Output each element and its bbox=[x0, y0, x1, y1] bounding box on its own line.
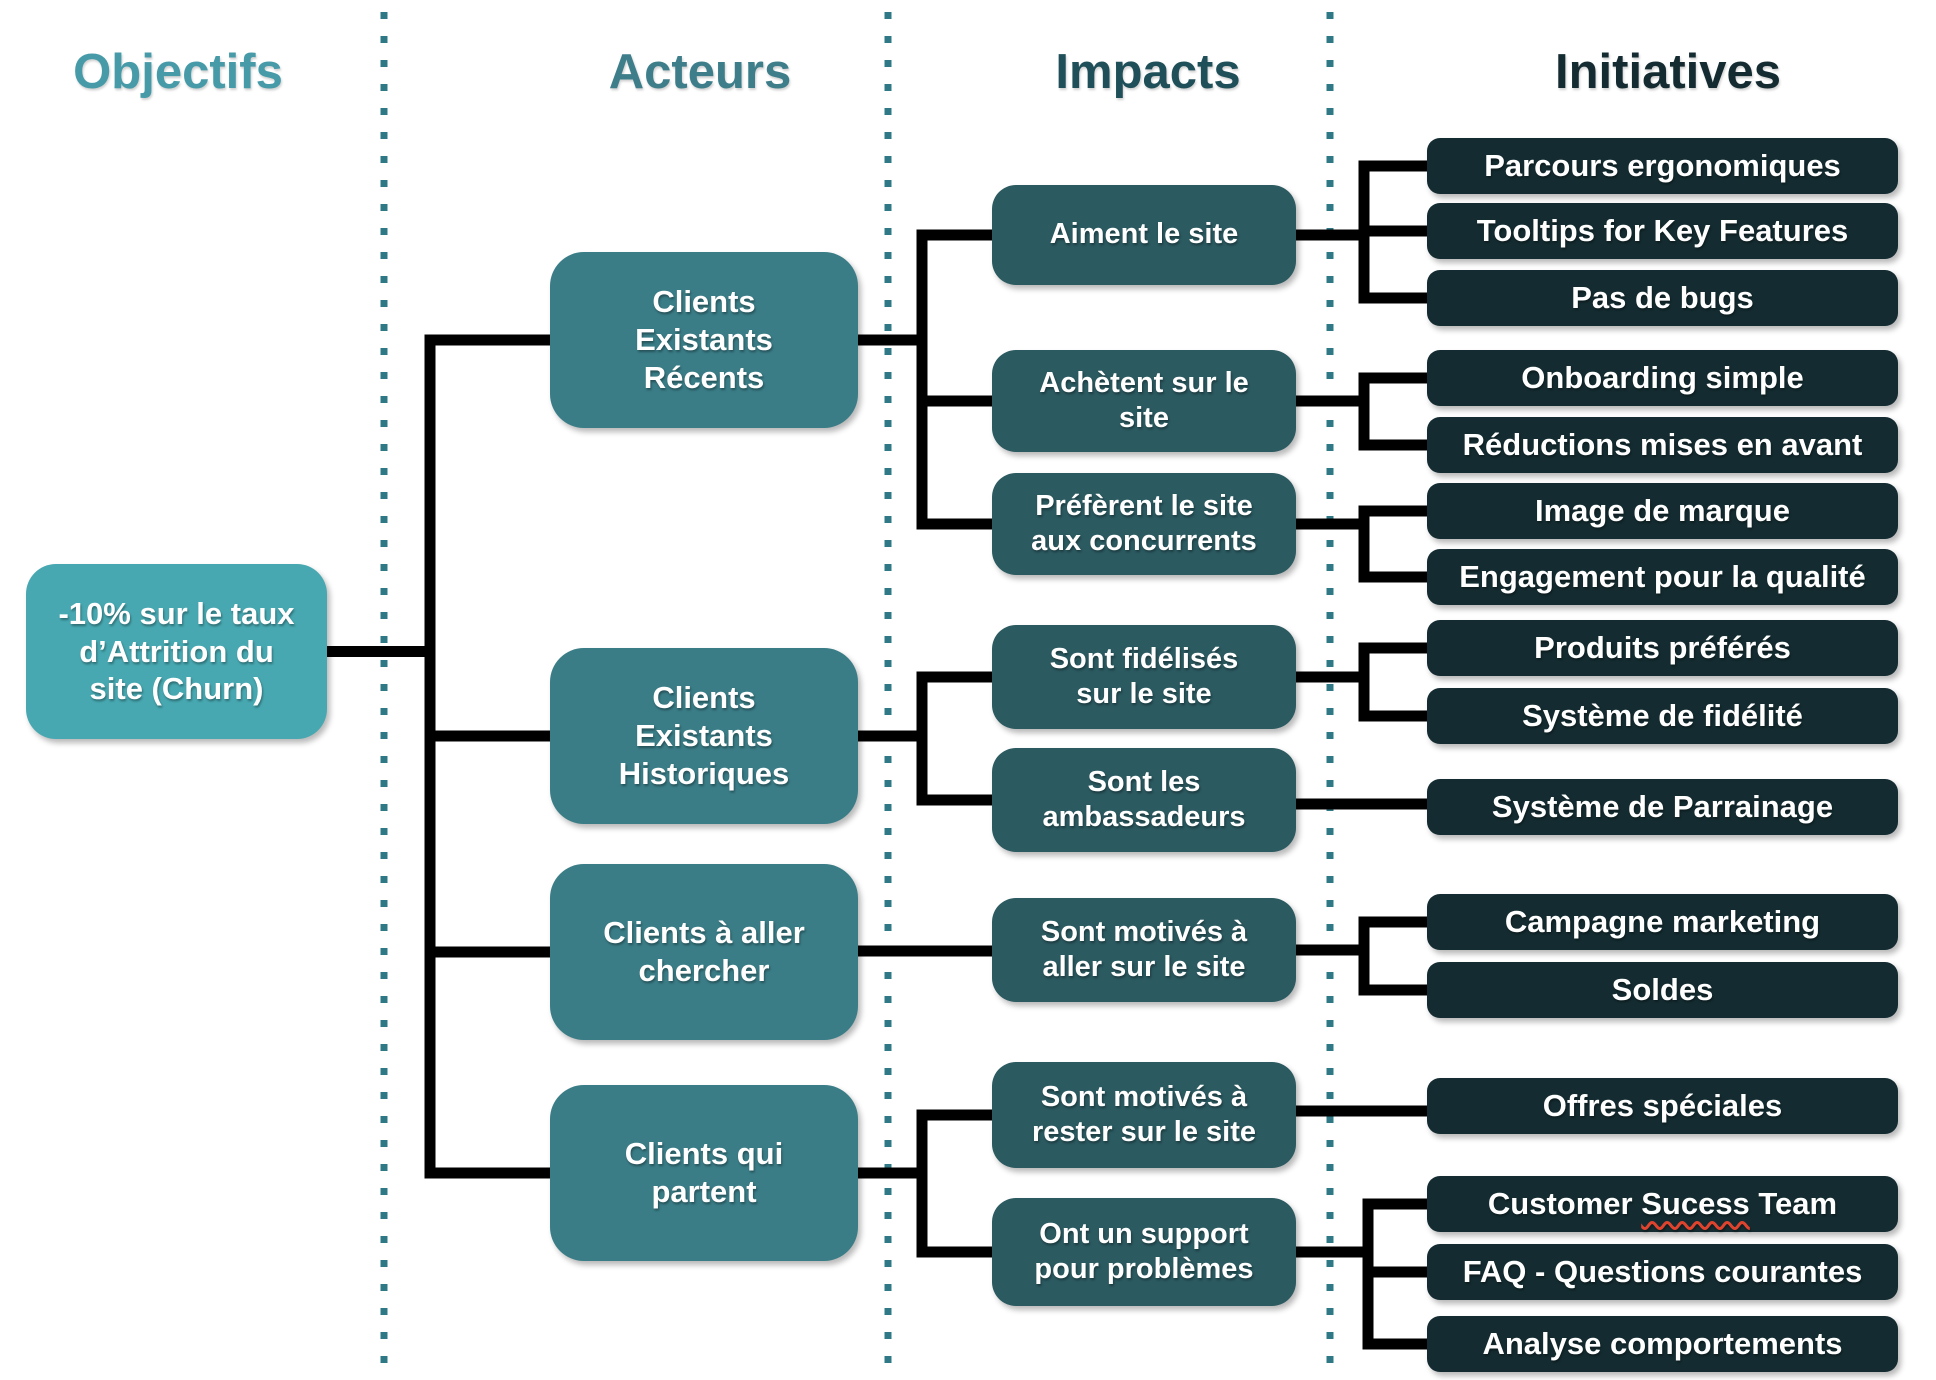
node-n2[interactable]: Tooltips for Key Features bbox=[1427, 203, 1898, 259]
column-header-impacts[interactable]: Impacts bbox=[1055, 45, 1241, 99]
node-label: Produits préférés bbox=[1534, 630, 1791, 666]
node-i5[interactable]: Sont les ambassadeurs bbox=[992, 748, 1296, 852]
node-a1[interactable]: Clients Existants Récents bbox=[550, 252, 858, 428]
node-label: Aiment le site bbox=[1049, 218, 1239, 251]
node-label: FAQ - Questions courantes bbox=[1462, 1254, 1863, 1290]
node-i3[interactable]: Préfèrent le site aux concurrents bbox=[992, 473, 1296, 575]
node-label: Sont fidélisés sur le site bbox=[1049, 642, 1239, 710]
node-label: Soldes bbox=[1611, 972, 1714, 1008]
node-label: -10% sur le taux d’Attrition du site (Ch… bbox=[58, 595, 295, 707]
label-text: Customer bbox=[1487, 1186, 1642, 1222]
node-a2[interactable]: Clients Existants Historiques bbox=[550, 648, 858, 824]
node-n12[interactable]: Soldes bbox=[1427, 962, 1898, 1018]
misspelled-word: Sucess bbox=[1641, 1186, 1750, 1222]
node-i1[interactable]: Aiment le site bbox=[992, 185, 1296, 285]
node-label: Offres spéciales bbox=[1542, 1088, 1783, 1124]
node-n10[interactable]: Système de Parrainage bbox=[1427, 779, 1898, 835]
node-i4[interactable]: Sont fidélisés sur le site bbox=[992, 625, 1296, 729]
node-n3[interactable]: Pas de bugs bbox=[1427, 270, 1898, 326]
node-label: Clients Existants Récents bbox=[635, 284, 773, 395]
node-label: Parcours ergonomiques bbox=[1484, 148, 1841, 184]
node-label: Tooltips for Key Features bbox=[1476, 213, 1849, 249]
node-label: Sont motivés à rester sur le site bbox=[1031, 1080, 1257, 1148]
node-objectif[interactable]: -10% sur le taux d’Attrition du site (Ch… bbox=[26, 564, 327, 739]
node-n4[interactable]: Onboarding simple bbox=[1427, 350, 1898, 406]
node-label: Onboarding simple bbox=[1521, 360, 1804, 396]
node-label: Réductions mises en avant bbox=[1462, 427, 1863, 463]
node-n1[interactable]: Parcours ergonomiques bbox=[1427, 138, 1898, 194]
column-header-objectifs[interactable]: Objectifs bbox=[73, 45, 283, 99]
node-a4[interactable]: Clients qui partent bbox=[550, 1085, 858, 1261]
node-label: Engagement pour la qualité bbox=[1459, 559, 1866, 595]
node-i6[interactable]: Sont motivés à aller sur le site bbox=[992, 898, 1296, 1002]
node-label: Pas de bugs bbox=[1571, 280, 1754, 316]
node-label: Préfèrent le site aux concurrents bbox=[1031, 489, 1257, 557]
node-n16[interactable]: Analyse comportements bbox=[1427, 1316, 1898, 1372]
node-i2[interactable]: Achètent sur le site bbox=[992, 350, 1296, 452]
node-i8[interactable]: Ont un support pour problèmes bbox=[992, 1198, 1296, 1306]
node-n13[interactable]: Offres spéciales bbox=[1427, 1078, 1898, 1134]
node-n5[interactable]: Réductions mises en avant bbox=[1427, 417, 1898, 473]
node-label: Achètent sur le site bbox=[1039, 366, 1249, 434]
label-text: Team bbox=[1749, 1186, 1838, 1222]
node-label: Sont les ambassadeurs bbox=[1042, 765, 1246, 833]
node-label: Clients Existants Historiques bbox=[618, 680, 790, 791]
node-n11[interactable]: Campagne marketing bbox=[1427, 894, 1898, 950]
node-label: Ont un support pour problèmes bbox=[1034, 1217, 1254, 1285]
node-n7[interactable]: Engagement pour la qualité bbox=[1427, 549, 1898, 605]
node-a3[interactable]: Clients à aller chercher bbox=[550, 864, 858, 1040]
node-n8[interactable]: Produits préférés bbox=[1427, 620, 1898, 676]
node-label: Analyse comportements bbox=[1482, 1326, 1843, 1362]
node-label: Système de Parrainage bbox=[1491, 789, 1834, 825]
node-n9[interactable]: Système de fidélité bbox=[1427, 688, 1898, 744]
node-n15[interactable]: FAQ - Questions courantes bbox=[1427, 1244, 1898, 1300]
node-label: Système de fidélité bbox=[1522, 698, 1803, 734]
node-n14[interactable]: Customer Sucess Team bbox=[1427, 1176, 1898, 1232]
node-label: Sont motivés à aller sur le site bbox=[1040, 915, 1248, 983]
node-label: Campagne marketing bbox=[1504, 904, 1821, 940]
node-label: Customer Sucess Team bbox=[1488, 1185, 1837, 1223]
node-label: Clients qui partent bbox=[624, 1136, 784, 1209]
column-header-initiatives[interactable]: Initiatives bbox=[1554, 45, 1782, 99]
node-n6[interactable]: Image de marque bbox=[1427, 483, 1898, 539]
column-header-acteurs[interactable]: Acteurs bbox=[608, 45, 792, 99]
node-i7[interactable]: Sont motivés à rester sur le site bbox=[992, 1062, 1296, 1168]
node-label: Image de marque bbox=[1535, 493, 1790, 529]
node-label: Clients à aller chercher bbox=[603, 915, 805, 988]
